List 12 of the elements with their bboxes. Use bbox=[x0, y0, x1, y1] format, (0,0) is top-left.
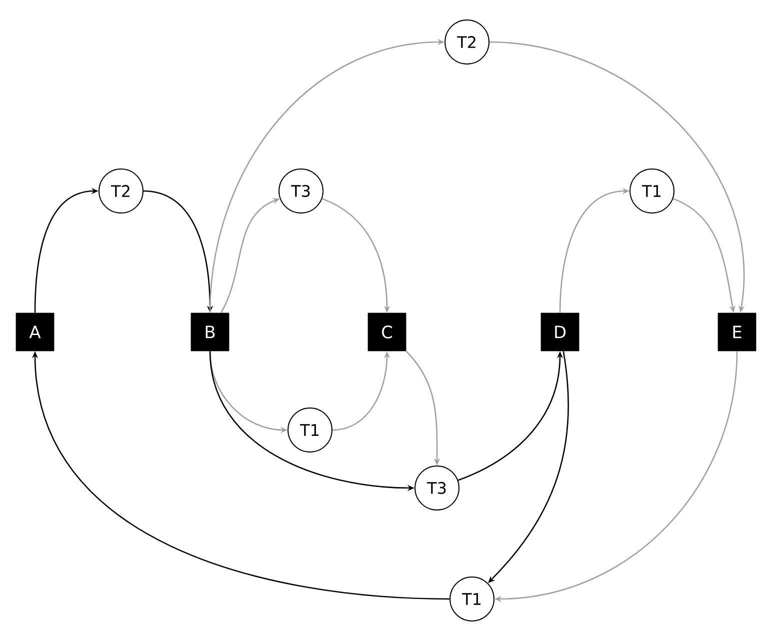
square-node: D bbox=[540, 312, 580, 352]
circle-node: T3 bbox=[414, 465, 460, 510]
square-node: B bbox=[190, 312, 230, 352]
circle-node: T1 bbox=[630, 168, 674, 214]
square-node: A bbox=[16, 312, 54, 352]
circle-node: T2 bbox=[98, 168, 144, 214]
circle-node: T1 bbox=[450, 576, 494, 622]
square-node: C bbox=[368, 312, 406, 352]
circle-node: T1 bbox=[288, 407, 332, 452]
square-node: E bbox=[718, 312, 756, 352]
circle-node: T3 bbox=[278, 168, 324, 214]
circle-node: T2 bbox=[444, 20, 490, 64]
